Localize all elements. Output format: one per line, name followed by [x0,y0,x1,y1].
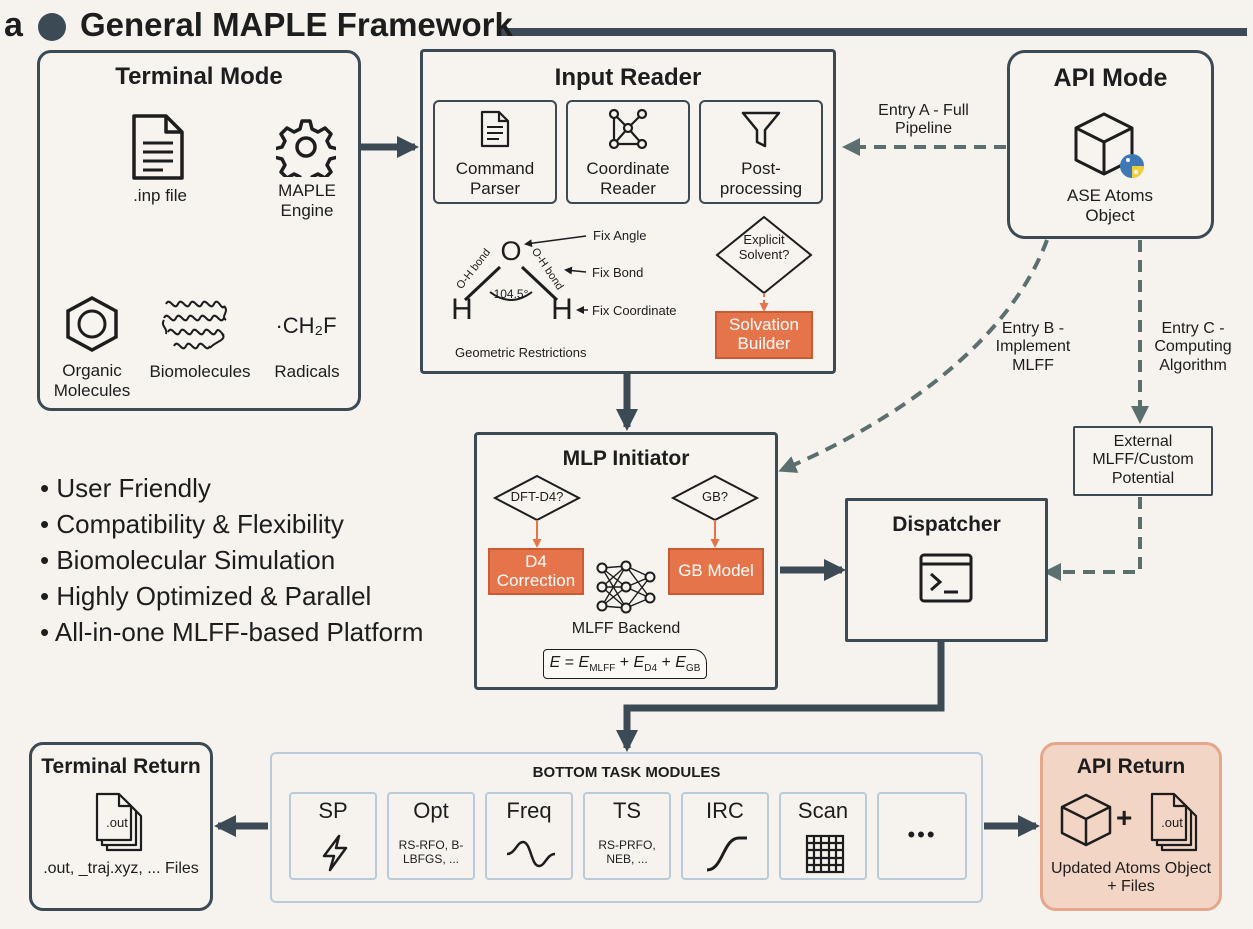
plus-sign: + [1116,802,1133,833]
task-name: Freq [506,798,552,823]
engine-label: MAPLE Engine [278,181,336,220]
coordinate-reader-module [566,100,690,204]
geometric-restrictions-caption: Geometric Restrictions [455,345,587,360]
page-title: General MAPLE Framework [80,6,513,43]
hydrogen-atom-right: H [551,293,573,326]
task-name: Opt [413,798,449,823]
benzene-icon [66,296,118,352]
molecule-graph-icon [608,108,648,150]
feature-item: • Highly Optimized & Parallel [40,581,372,611]
input-radical-label: Radicals [274,362,340,381]
gb-model-box: GB Model [668,548,764,595]
feature-item: • All-in-one MLFF-based Platform [40,617,424,647]
post-processing-label: Post-processing [719,159,803,198]
d4-decision-diamond [492,474,582,548]
api-return-label: Updated Atoms Object + Files [1050,860,1212,896]
funnel-icon [741,111,781,148]
solvation-builder-box: Solvation Builder [715,311,813,359]
task-more: ••• [877,792,967,880]
task-ts: TS RS-PRFO, NEB, ... [583,792,671,880]
ellipsis-icon: ••• [907,822,937,847]
feature-item: • Biomolecular Simulation [40,545,336,575]
inp-file-label: .inp file [133,186,187,205]
d4-decision-label: DFT-D4? [510,489,564,504]
header-rule [498,28,1247,36]
document-icon [132,114,184,180]
command-parser-module [433,100,557,204]
external-potential-label: External MLFF/Custom Potential [1092,433,1194,487]
hydrogen-atom-left: H [451,293,473,326]
dispatcher-panel: Dispatcher [845,498,1048,642]
protein-icon [161,300,227,350]
task-name: TS [612,798,642,823]
entry-a-label: Entry A - Full Pipeline [878,102,969,138]
mlff-backend-label: MLFF Backend [571,620,681,637]
wave-icon [506,840,556,868]
document-icon [480,110,510,148]
solvent-decision-diamond [715,215,813,312]
water-molecule-diagram [463,235,588,314]
energy-equation: E = EMLFF + ED4 + EGB [543,649,707,679]
output-files-icon [1150,792,1198,852]
task-name: Scan [797,798,849,823]
post-processing-module [699,100,823,204]
task-name: SP [318,798,348,823]
terminal-return-title: Terminal Return [41,755,201,778]
radical-formula: ·CH₂F [275,313,337,338]
gb-decision-label: GB? [701,489,728,504]
task-methods: RS-RFO, B-LBFGS, ... [398,838,464,866]
terminal-mode-title: Terminal Mode [115,63,283,90]
api-return-title: API Return [1076,755,1186,778]
task-freq: Freq [485,792,573,880]
header-dot [38,13,66,41]
output-files-icon [95,792,143,852]
mlp-initiator-title: MLP Initiator [562,447,690,470]
task-irc: IRC [681,792,769,880]
curve-icon [706,836,747,872]
api-mode-title: API Mode [1053,64,1168,92]
lightning-icon [322,834,348,872]
neural-network-icon [596,560,656,614]
fix-coordinate-label: Fix Coordinate [592,303,677,318]
fix-angle-label: Fix Angle [593,228,647,243]
entry-c-label: Entry C - Computing Algorithm [1154,320,1232,374]
task-scan: Scan [779,792,867,880]
d4-correction-box: D4 Correction [488,548,584,595]
gear-icon [276,119,336,177]
task-modules-title: BOTTOM TASK MODULES [532,764,721,781]
task-opt: Opt RS-RFO, B-LBFGS, ... [387,792,475,880]
terminal-file-tag: .out [106,815,128,830]
gb-decision-diamond [670,474,760,548]
entry-b-label: Entry B - Implement MLFF [995,320,1071,374]
grid-icon [805,834,845,874]
input-organic-label: Organic Molecules [53,361,131,400]
dispatcher-title: Dispatcher [892,513,1001,536]
panel-letter: a [4,6,23,44]
task-name: IRC [706,798,744,823]
input-bio-label: Biomolecules [149,362,251,381]
solvent-decision-label: Explicit Solvent? [738,232,790,262]
bond-angle-label: 104.5° [493,287,529,301]
task-sp: SP [289,792,377,880]
arrow-external-to-dispatcher [1043,497,1142,581]
api-return-panel: API Return [1040,742,1222,911]
ase-atoms-label: ASE Atoms Object [1067,186,1153,225]
terminal-mode-panel: Terminal Mode [37,50,361,411]
command-parser-label: Command Parser [455,159,535,198]
oxygen-atom: O [500,236,522,266]
terminal-icon [919,553,973,603]
fix-bond-label: Fix Bond [592,265,644,280]
task-methods: RS-PRFO, NEB, ... [598,838,656,866]
atoms-cube-icon [1060,793,1112,847]
api-file-tag: .out [1161,815,1183,830]
external-potential-box [1073,426,1213,496]
feature-list: • User Friendly • Compatibility & Flexib… [40,470,423,650]
coordinate-reader-label: Coordinate Reader [586,159,670,198]
terminal-return-label: .out, _traj.xyz, ... Files [43,860,199,877]
atoms-cube-icon [1074,112,1144,178]
input-reader-title: Input Reader [554,64,702,91]
feature-item: • Compatibility & Flexibility [40,509,344,539]
feature-item: • User Friendly [40,473,211,503]
api-mode-panel: API Mode [1007,50,1214,239]
